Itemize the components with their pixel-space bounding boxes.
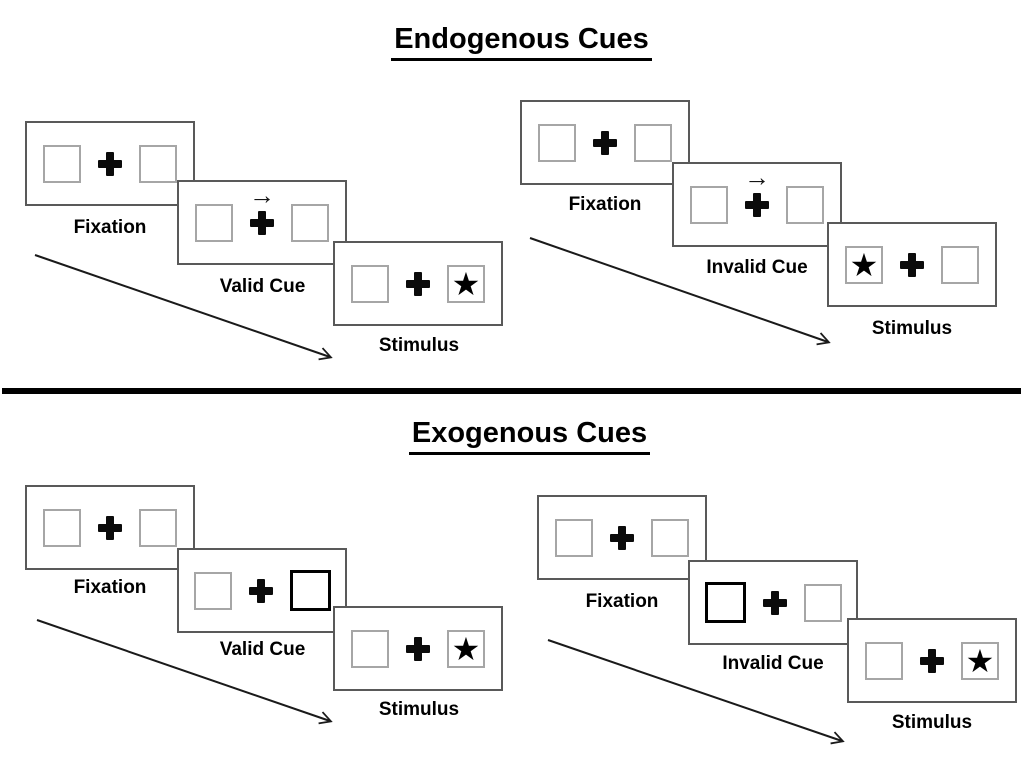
left-box (43, 144, 81, 183)
right-box (291, 203, 329, 242)
left-box (351, 264, 389, 303)
center-area (97, 151, 123, 177)
fixation-cross-icon (762, 590, 787, 615)
panel-label-stimulus: Stimulus (871, 318, 953, 339)
panel-endogenous-invalid-fixation (520, 100, 690, 185)
left-box-with-star: ★ (845, 245, 883, 284)
center-area (919, 648, 945, 674)
right-box (651, 518, 689, 557)
fixation-cross-icon (406, 271, 430, 296)
fixation-cross-icon (248, 578, 273, 603)
fixation-cross-icon (98, 151, 122, 176)
fixation-cross-icon (610, 525, 634, 550)
panel-label-stimulus: Stimulus (891, 712, 973, 733)
center-area (899, 252, 925, 278)
panel-label-valid-cue: Valid Cue (219, 639, 306, 660)
star-icon: ★ (849, 246, 879, 283)
cue-arrow-icon: → (744, 161, 770, 192)
panel-label-stimulus: Stimulus (378, 699, 460, 720)
left-box (195, 203, 233, 242)
panel-label-fixation: Fixation (73, 577, 147, 598)
left-box (865, 641, 903, 680)
center-area (609, 525, 635, 551)
section-title-text: Exogenous Cues (408, 417, 651, 455)
timeline-arrow-endogenous-invalid (529, 237, 831, 346)
left-box (351, 629, 389, 668)
fixation-cross-icon (593, 130, 617, 155)
panel-exogenous-invalid-fixation (537, 495, 707, 580)
center-area (405, 636, 431, 662)
center-area: → (249, 182, 275, 236)
center-area (405, 271, 431, 297)
panel-label-stimulus: Stimulus (378, 335, 460, 356)
fixation-cross-icon (406, 636, 430, 661)
left-box (555, 518, 593, 557)
section-title-text: Endogenous Cues (391, 23, 652, 61)
section-title-exogenous: Exogenous Cues (0, 417, 1023, 455)
section-divider (2, 388, 1021, 394)
fixation-cross-icon (98, 515, 122, 540)
panel-endogenous-invalid-stimulus: ★ (827, 222, 997, 307)
right-box-with-star: ★ (447, 629, 485, 668)
panel-label-fixation: Fixation (585, 591, 659, 612)
panel-endogenous-invalid-cue: → (672, 162, 842, 247)
panel-endogenous-valid-fixation (25, 121, 195, 206)
right-box (139, 508, 177, 547)
panel-exogenous-valid-cue (177, 548, 347, 633)
panel-label-valid-cue: Valid Cue (219, 276, 306, 297)
fixation-cross-icon (250, 210, 274, 235)
left-box (43, 508, 81, 547)
timeline-arrow-endogenous-valid (34, 254, 333, 361)
right-box (634, 123, 672, 162)
right-box (803, 583, 842, 622)
panel-label-invalid-cue: Invalid Cue (722, 653, 824, 674)
panel-exogenous-invalid-stimulus: ★ (847, 618, 1017, 703)
center-area (248, 578, 274, 604)
center-area (97, 515, 123, 541)
left-box (193, 571, 232, 610)
right-box-highlighted-cue (289, 570, 331, 611)
panel-label-fixation: Fixation (568, 194, 642, 215)
panel-label-fixation: Fixation (73, 217, 147, 238)
timeline-arrow-exogenous-valid (36, 619, 333, 725)
panel-endogenous-valid-cue: → (177, 180, 347, 265)
panel-exogenous-valid-stimulus: ★ (333, 606, 503, 691)
center-area: → (744, 164, 770, 218)
center-area (592, 130, 618, 156)
fixation-cross-icon (900, 252, 924, 277)
left-box (690, 185, 728, 224)
star-icon: ★ (451, 630, 481, 667)
panel-exogenous-valid-fixation (25, 485, 195, 570)
fixation-cross-icon (745, 192, 769, 217)
left-box-highlighted-cue (704, 582, 746, 623)
right-box-with-star: ★ (961, 641, 999, 680)
star-icon: ★ (451, 265, 481, 302)
fixation-cross-icon (920, 648, 944, 673)
right-box-with-star: ★ (447, 264, 485, 303)
star-icon: ★ (965, 642, 995, 679)
left-box (538, 123, 576, 162)
panel-endogenous-valid-stimulus: ★ (333, 241, 503, 326)
right-box (941, 245, 979, 284)
panel-exogenous-invalid-cue (688, 560, 858, 645)
panel-label-invalid-cue: Invalid Cue (706, 257, 808, 278)
center-area (762, 590, 788, 616)
cue-arrow-icon: → (249, 179, 275, 210)
right-box (786, 185, 824, 224)
section-title-endogenous: Endogenous Cues (0, 23, 1023, 61)
right-box (139, 144, 177, 183)
